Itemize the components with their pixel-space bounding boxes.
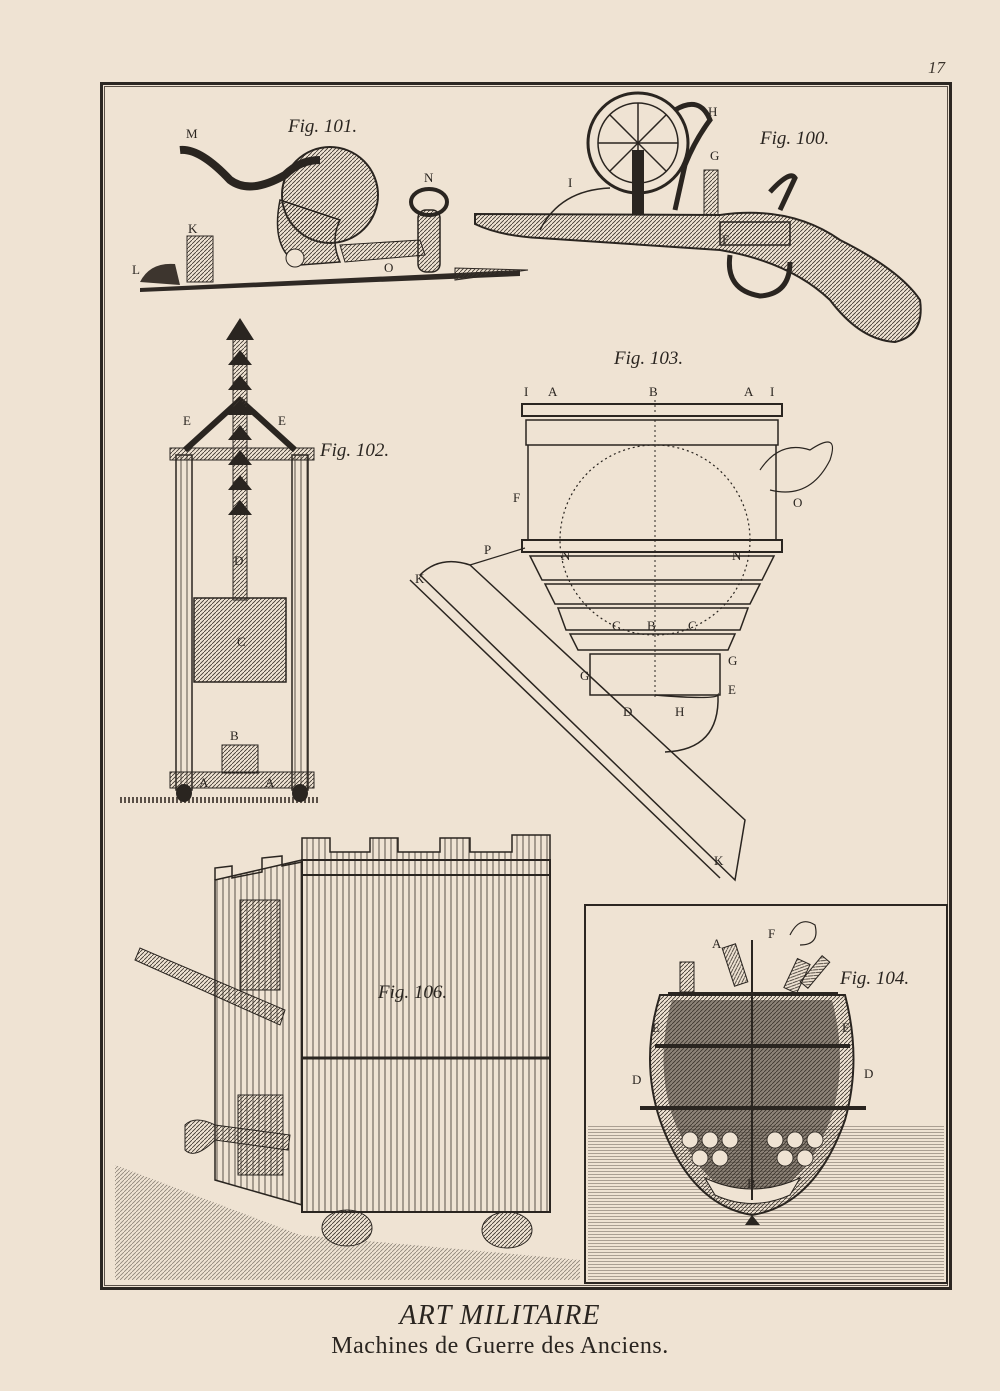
fig103-label: Fig. 103.: [614, 348, 684, 369]
svg-text:E: E: [278, 413, 286, 428]
svg-text:K: K: [415, 571, 425, 586]
fig100-label: Fig. 100.: [760, 128, 830, 149]
svg-text:N: N: [561, 548, 571, 563]
svg-text:D: D: [623, 704, 632, 719]
svg-text:C: C: [688, 618, 697, 633]
svg-text:A: A: [744, 384, 754, 399]
svg-text:I: I: [770, 384, 774, 399]
svg-text:E: E: [183, 413, 191, 428]
svg-text:F: F: [513, 490, 520, 505]
svg-text:A: A: [712, 936, 722, 951]
svg-text:O: O: [793, 495, 802, 510]
svg-text:B: B: [747, 1176, 756, 1191]
svg-text:G: G: [580, 668, 589, 683]
fig101-label: Fig. 101.: [288, 116, 358, 137]
svg-text:C: C: [612, 618, 621, 633]
plate-border: [100, 82, 952, 1290]
svg-text:G: G: [728, 653, 737, 668]
fig104-label: Fig. 104.: [840, 968, 910, 989]
svg-text:E: E: [728, 682, 736, 697]
svg-text:P: P: [484, 542, 491, 557]
svg-text:O: O: [384, 260, 393, 275]
svg-text:B: B: [649, 384, 658, 399]
fig100-wheel-pistol: [474, 91, 922, 344]
fig106-label: Fig. 106.: [378, 982, 448, 1003]
svg-text:I: I: [568, 175, 572, 190]
page-number: 17: [928, 58, 945, 77]
fig103-fire-pot: [409, 400, 834, 882]
plate-subtitle: Machines de Guerre des Anciens.: [331, 1333, 669, 1359]
svg-text:K: K: [188, 221, 198, 236]
svg-text:A: A: [548, 384, 558, 399]
svg-text:N: N: [424, 170, 434, 185]
fig102-ratchet-frame: [120, 318, 320, 803]
svg-text:F: F: [722, 232, 729, 247]
svg-text:N: N: [732, 548, 742, 563]
svg-text:F: F: [768, 926, 775, 941]
svg-text:E: E: [842, 1020, 850, 1035]
fig106-siege-tower: [115, 834, 580, 1280]
svg-text:M: M: [186, 126, 198, 141]
plate-inner-border: [104, 86, 948, 1286]
fig101-dragon-lock: [140, 145, 529, 292]
svg-text:B: B: [230, 728, 239, 743]
svg-text:H: H: [708, 104, 717, 119]
svg-text:D: D: [632, 1072, 641, 1087]
engraving-reference-letters: M K L N O H G I F E E D C B A A I A B A I F P N N O K C B C G…: [132, 104, 873, 1191]
svg-text:E: E: [652, 1020, 660, 1035]
plate-title: ART MILITAIRE: [399, 1300, 601, 1331]
svg-text:B: B: [647, 618, 656, 633]
svg-text:A: A: [265, 775, 275, 790]
svg-text:D: D: [864, 1066, 873, 1081]
svg-text:A: A: [199, 775, 209, 790]
svg-text:I: I: [524, 384, 528, 399]
svg-text:K: K: [714, 853, 724, 868]
fig102-label: Fig. 102.: [320, 440, 390, 461]
svg-text:D: D: [234, 553, 243, 568]
svg-text:L: L: [132, 262, 140, 277]
svg-text:G: G: [710, 148, 719, 163]
svg-text:C: C: [237, 634, 246, 649]
svg-text:H: H: [675, 704, 684, 719]
fig104-inset-frame: [584, 904, 948, 1284]
fig104-fire-ship: [588, 921, 944, 1280]
